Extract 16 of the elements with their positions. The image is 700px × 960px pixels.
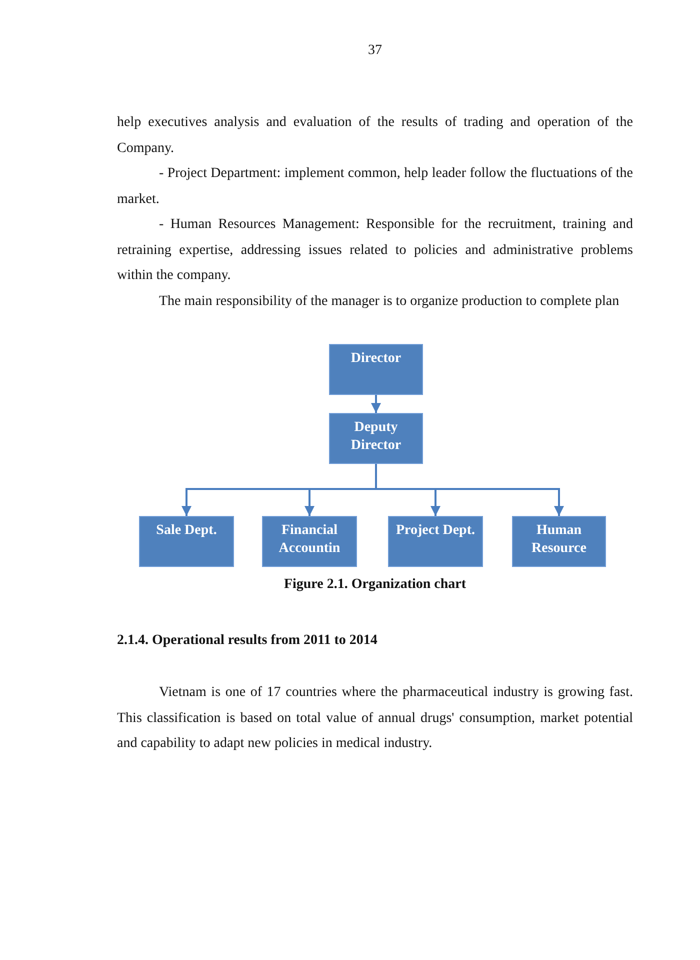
org-box: Director	[329, 344, 423, 395]
org-box: Project Dept.	[388, 516, 483, 567]
paragraph: - Project Department: implement common, help leader follow the fluctuations of the market.	[117, 165, 633, 208]
org-box: Deputy Director	[329, 413, 423, 464]
paragraph: Vietnam is one of 17 countries where the pharmaceutical industry is growing fast. This classification is based on total value of annual drugs' consumption, market potential and capability to adapt new policies in medical industry.	[117, 684, 633, 753]
org-box: Human Resource	[512, 516, 606, 567]
org-box: Financial Accountin	[262, 516, 357, 567]
org-box: Sale Dept.	[139, 516, 234, 567]
paragraph: - Human Resources Management: Responsible for the recruitment, training and retraining expertise, addressing issues related to policies and administrative problems within the company.	[117, 216, 633, 285]
connector-arrow	[375, 464, 564, 516]
paragraph: The main responsibility of the manager is to organize production to complete plan	[158, 293, 620, 311]
paragraph: help executives analysis and evaluation of the results of trading and operation of the Company.	[117, 114, 633, 158]
page-number: 37	[367, 42, 383, 60]
section-heading: 2.1.4. Operational results from 2011 to 2014	[117, 632, 378, 650]
connector-arrow	[371, 395, 381, 413]
figure-caption: Figure 2.1. Organization chart	[282, 576, 468, 594]
